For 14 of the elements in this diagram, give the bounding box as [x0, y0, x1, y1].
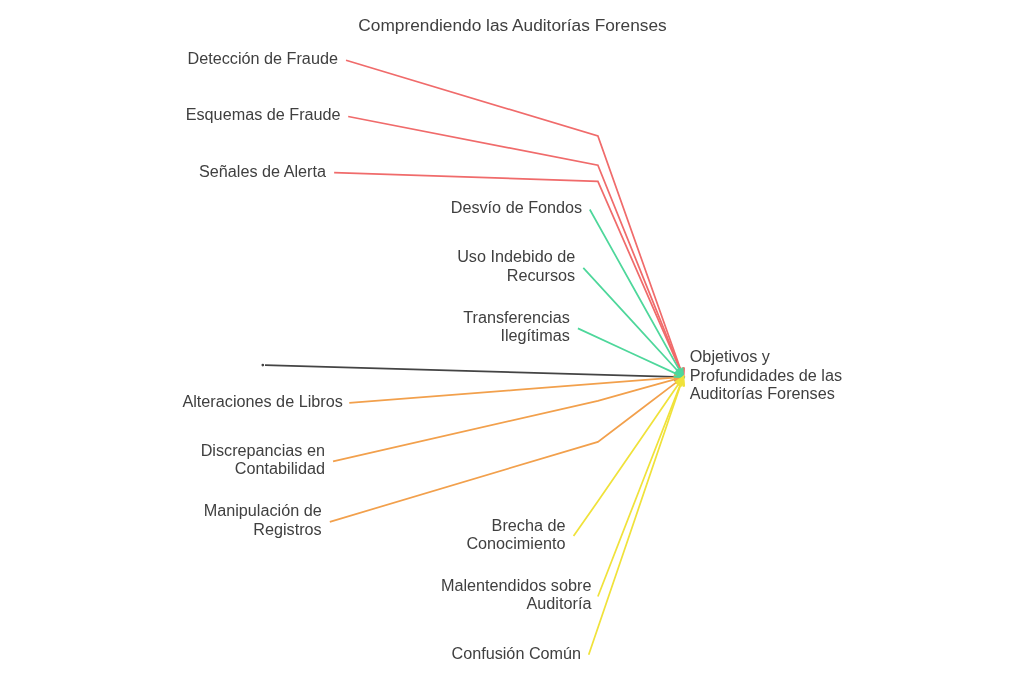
node-text: Señales de Alerta [198, 161, 326, 180]
node-text: Brecha de Conocimiento [465, 515, 565, 552]
node-text: Detección de Fraude [187, 49, 338, 68]
node-text: Discrepancias en Contabilidad [200, 440, 325, 478]
node-text: Esquemas de Fraude [185, 105, 341, 124]
node-text: Manipulación de Registros [203, 501, 322, 538]
diagram-title: Comprendiendo las Auditorías Forenses [357, 14, 667, 35]
node-text: Confusión Común [450, 643, 581, 662]
node-text: Uso Indebido de Recursos [456, 247, 575, 284]
node-text: Objetivos y Profundidades de las Auditorías Forenses [689, 347, 842, 403]
node-text: Desvío de Fondos [450, 198, 582, 217]
node-text: Transferencias Ilegítimas [462, 307, 570, 345]
node-text: Alteraciones de Libros [181, 391, 343, 410]
node-text: Malentendidos sobre Auditoría [440, 576, 591, 613]
